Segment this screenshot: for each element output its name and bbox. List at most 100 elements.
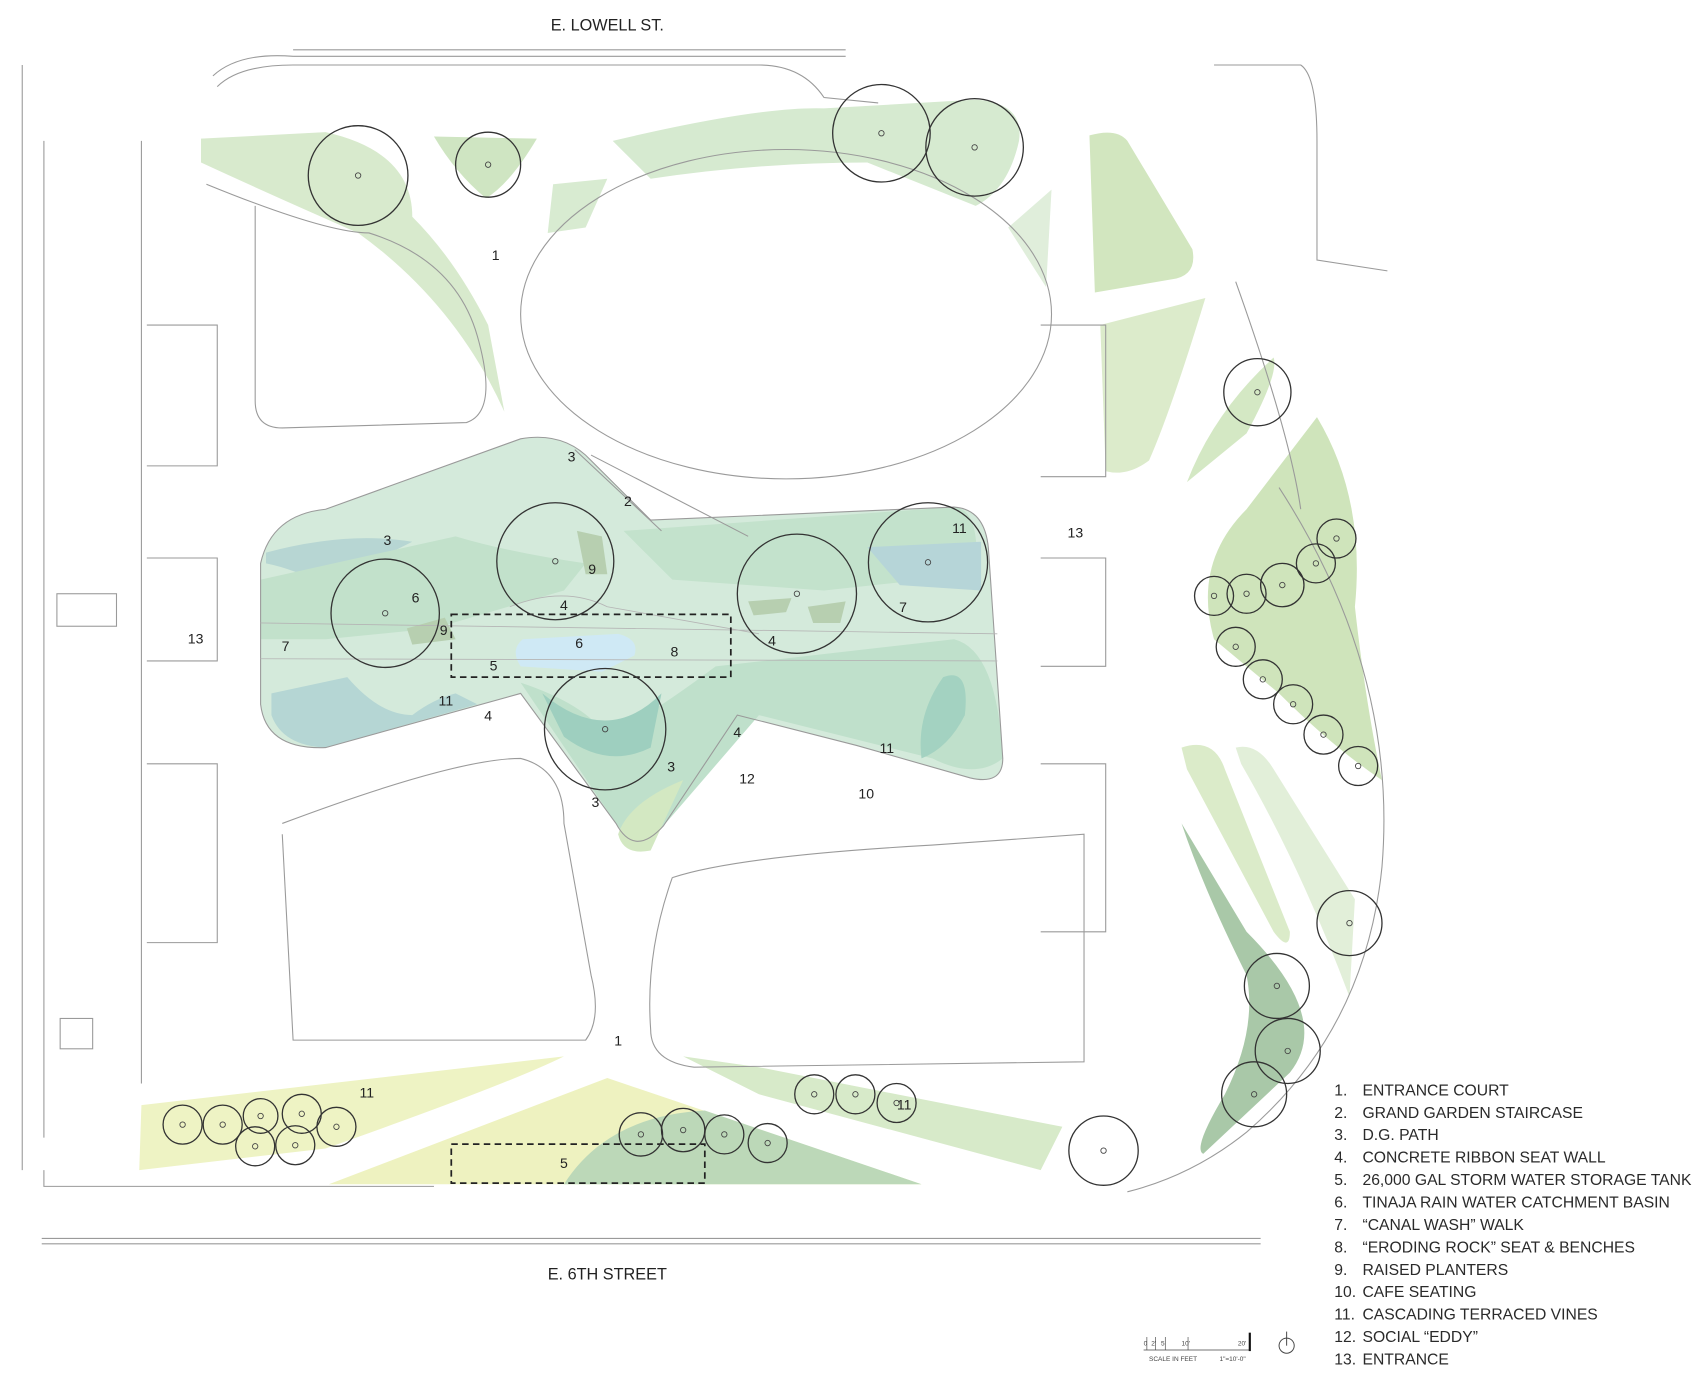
planting-east-strip-2 bbox=[1181, 744, 1290, 943]
raised-planter-2 bbox=[406, 617, 456, 645]
legend-item-label: 26,000 GAL STORM WATER STORAGE TANK bbox=[1362, 1172, 1692, 1189]
tree-canopy bbox=[704, 1114, 745, 1155]
tree-canopy bbox=[496, 502, 615, 621]
map-label: 1 bbox=[492, 247, 500, 263]
map-label: 6 bbox=[575, 635, 583, 651]
map-label: 2 bbox=[624, 493, 632, 509]
tree-canopy bbox=[1316, 889, 1383, 957]
tree-trunk bbox=[298, 1110, 305, 1117]
scale-tick-label: 2' bbox=[1151, 1341, 1156, 1348]
tree-canopy bbox=[794, 1074, 835, 1115]
planting-areas bbox=[139, 99, 1382, 1185]
tree-canopy bbox=[1215, 626, 1256, 667]
tree-canopy bbox=[1193, 575, 1235, 617]
map-label: 4 bbox=[560, 597, 568, 613]
tree-trunk bbox=[1210, 592, 1218, 600]
legend-number: 2. bbox=[1334, 1105, 1347, 1122]
map-label: 9 bbox=[440, 622, 448, 638]
map-label: 10 bbox=[858, 786, 874, 802]
tree-trunk bbox=[1100, 1147, 1107, 1154]
map-label: 8 bbox=[671, 644, 679, 660]
scale-tick-label: 20' bbox=[1238, 1341, 1246, 1348]
planting-right-wedge bbox=[1100, 297, 1206, 473]
tree-canopy bbox=[1226, 573, 1267, 614]
tree-trunk bbox=[924, 559, 932, 566]
tree-canopy bbox=[747, 1122, 788, 1164]
raised-planter-3 bbox=[748, 598, 792, 616]
map-label: 3 bbox=[591, 794, 599, 810]
tree-canopy bbox=[454, 131, 522, 198]
map-label: 6 bbox=[412, 589, 420, 605]
tree-trunk bbox=[382, 610, 389, 617]
tree-trunk bbox=[179, 1121, 186, 1128]
legend-item-label: “CANAL WASH” WALK bbox=[1362, 1217, 1524, 1234]
tree-canopy bbox=[1254, 1017, 1321, 1085]
map-label: 5 bbox=[560, 1155, 568, 1171]
tree-canopy bbox=[316, 1106, 357, 1147]
tree-trunk bbox=[1355, 762, 1362, 770]
tinaja-basin bbox=[515, 633, 636, 672]
storage-tank-outline-2 bbox=[450, 1143, 706, 1185]
ribbon-band-blue bbox=[867, 541, 982, 591]
raised-planter-4 bbox=[807, 601, 846, 623]
street-label-south: E. 6TH STREET bbox=[548, 1266, 667, 1284]
ribbon-band-blue-2 bbox=[271, 677, 478, 748]
tree-trunk bbox=[484, 161, 492, 168]
tree-trunk bbox=[971, 144, 978, 151]
legend-item-label: GRAND GARDEN STAIRCASE bbox=[1362, 1105, 1582, 1122]
tree-canopy bbox=[543, 667, 667, 791]
street-label-north: E. LOWELL ST. bbox=[551, 16, 664, 34]
tree-canopy bbox=[162, 1104, 203, 1145]
trees bbox=[162, 83, 1383, 1186]
map-label: 13 bbox=[188, 631, 204, 647]
map-label: 5 bbox=[490, 658, 498, 674]
tree-trunk bbox=[1232, 643, 1239, 650]
legend-number: 12. bbox=[1334, 1329, 1356, 1346]
tree-trunk bbox=[637, 1131, 645, 1138]
map-label: 7 bbox=[899, 599, 907, 615]
raised-planter-1 bbox=[576, 530, 608, 575]
scale-caption: SCALE IN FEET bbox=[1149, 1356, 1197, 1363]
tree-trunk bbox=[1273, 982, 1281, 990]
legend-number: 13. bbox=[1334, 1352, 1356, 1369]
legend-number: 5. bbox=[1334, 1172, 1347, 1189]
storage-tank-outline-1 bbox=[450, 613, 732, 679]
tree-canopy bbox=[1295, 543, 1337, 584]
tree-canopy bbox=[202, 1104, 243, 1145]
tree-trunk bbox=[1259, 676, 1266, 683]
tree-trunk bbox=[764, 1139, 771, 1147]
legend-item-label: ENTRANCE bbox=[1362, 1352, 1448, 1369]
legend-item-label: CASCADING TERRACED VINES bbox=[1362, 1307, 1597, 1324]
planting-top-wedge bbox=[547, 178, 608, 233]
tree-canopy bbox=[925, 97, 1025, 197]
tree-canopy bbox=[1316, 518, 1357, 559]
planting-south-triangle-green bbox=[563, 1110, 922, 1185]
tree-canopy bbox=[618, 1112, 664, 1157]
linework bbox=[21, 49, 1388, 1245]
planting-south-wedge bbox=[618, 780, 684, 852]
tree-canopy bbox=[1223, 357, 1292, 427]
legend-number: 3. bbox=[1334, 1127, 1347, 1144]
tree-canopy bbox=[1337, 745, 1379, 787]
tree-canopy bbox=[330, 558, 441, 669]
planting-top-right-wedge bbox=[1008, 189, 1052, 288]
tree-trunk bbox=[793, 590, 801, 597]
legend-item-label: D.G. PATH bbox=[1362, 1127, 1438, 1144]
legend-number: 6. bbox=[1334, 1195, 1347, 1212]
legend-item-label: CONCRETE RIBBON SEAT WALL bbox=[1362, 1150, 1605, 1167]
tree-trunk bbox=[721, 1131, 728, 1138]
map-label: 11 bbox=[952, 520, 967, 536]
map-label: 4 bbox=[484, 708, 492, 724]
planting-right-block bbox=[1089, 132, 1194, 293]
map-label: 11 bbox=[439, 692, 454, 708]
planting-east-strip bbox=[1207, 417, 1382, 781]
planting-south-left bbox=[139, 1056, 564, 1171]
tree-trunk bbox=[1333, 535, 1340, 542]
legend-number: 7. bbox=[1334, 1217, 1347, 1234]
tree-canopy bbox=[1068, 1115, 1139, 1186]
tree-canopy bbox=[876, 1082, 917, 1124]
tree-trunk bbox=[1243, 590, 1250, 597]
legend-number: 10. bbox=[1334, 1284, 1356, 1301]
legend-item-label: SOCIAL “EDDY” bbox=[1362, 1329, 1477, 1346]
